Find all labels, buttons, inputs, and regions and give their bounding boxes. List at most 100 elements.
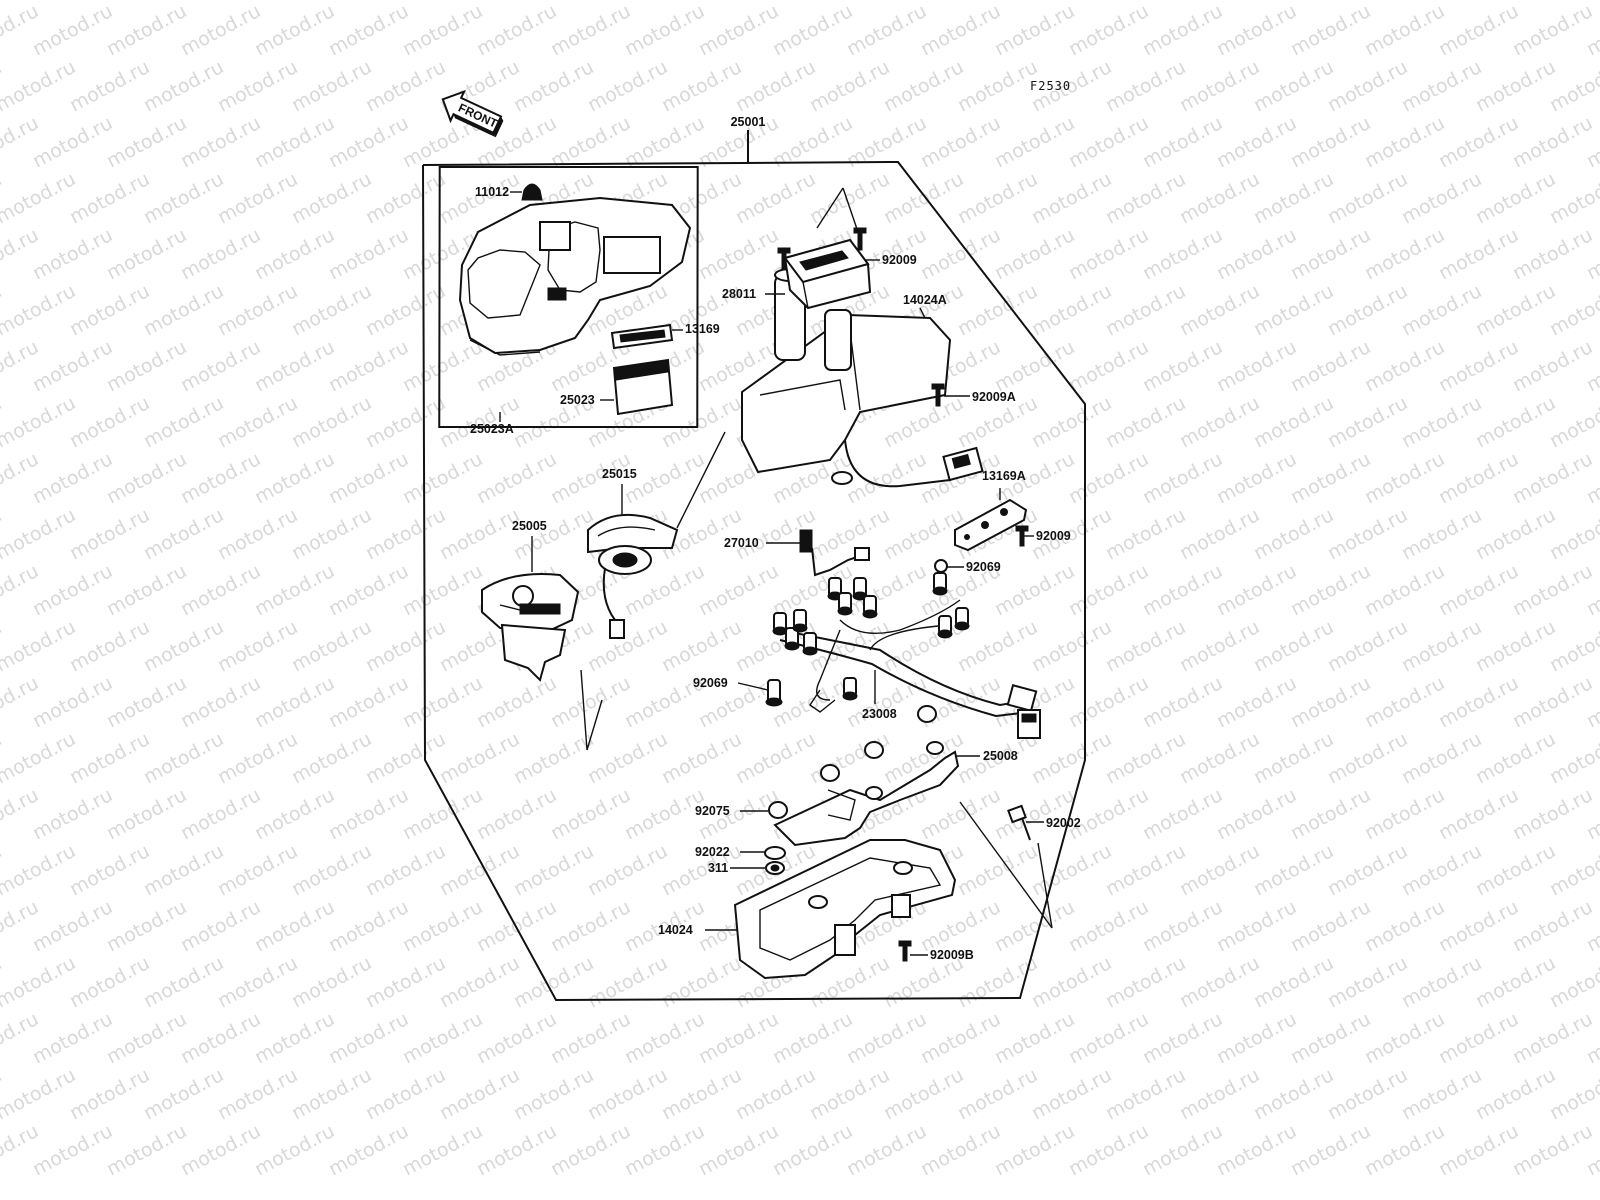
watermark-text: motod.ru: [362, 168, 449, 228]
watermark-text: motod.ru: [1250, 56, 1337, 116]
watermark-text: motod.ru: [1509, 896, 1596, 956]
watermark-text: motod.ru: [1398, 952, 1485, 1012]
watermark-text: motod.ru: [1139, 224, 1226, 284]
watermark-text: motod.ru: [1102, 392, 1189, 452]
watermark-text: motod.ru: [917, 1008, 1004, 1068]
watermark-text: motod.ru: [1361, 448, 1448, 508]
watermark-text: motod.ru: [1065, 672, 1152, 732]
watermark-text: motod.ru: [140, 952, 227, 1012]
watermark-text: motod.ru: [547, 672, 634, 732]
screw-92009A: [931, 383, 945, 407]
watermark-text: motod.ru: [1546, 840, 1600, 900]
watermark-text: motod.ru: [1176, 616, 1263, 676]
watermark-text: motod.ru: [1361, 1008, 1448, 1068]
watermark-text: motod.ru: [732, 1064, 819, 1124]
bulb-socket: [784, 627, 800, 651]
watermark-text: motod.ru: [954, 168, 1041, 228]
watermark-text: motod.ru: [1176, 392, 1263, 452]
watermark-text: motod.ru: [177, 1008, 264, 1068]
meter-25005: [481, 573, 580, 682]
watermark-text: motod.ru: [991, 0, 1078, 60]
watermark-text: motod.ru: [0, 56, 79, 116]
watermark-text: motod.ru: [1213, 1008, 1300, 1068]
watermark-text: motod.ru: [177, 896, 264, 956]
watermark-text: motod.ru: [1028, 392, 1115, 452]
watermark-text: motod.ru: [991, 560, 1078, 620]
watermark-text: motod.ru: [1028, 168, 1115, 228]
watermark-text: motod.ru: [1324, 392, 1411, 452]
watermark-text: motod.ru: [1250, 952, 1337, 1012]
watermark-text: motod.ru: [1324, 952, 1411, 1012]
watermark-text: motod.ru: [288, 168, 375, 228]
watermark-text: motod.ru: [29, 1120, 116, 1180]
gauge-25015: [587, 513, 679, 639]
watermark-text: motod.ru: [1435, 112, 1522, 172]
watermark-text: motod.ru: [66, 56, 153, 116]
watermark-text: motod.ru: [1324, 616, 1411, 676]
watermark-text: motod.ru: [1509, 112, 1596, 172]
watermark-text: motod.ru: [510, 56, 597, 116]
assembly-boundary: [422, 160, 1086, 1002]
watermark-text: motod.ru: [621, 1120, 708, 1180]
watermark-text: motod.ru: [954, 1064, 1041, 1124]
watermark-text: motod.ru: [399, 448, 486, 508]
watermark-text: motod.ru: [1139, 0, 1226, 60]
watermark-text: motod.ru: [1176, 0, 1263, 4]
watermark-text: motod.ru: [991, 1008, 1078, 1068]
nut-311: [765, 861, 785, 875]
watermark-text: motod.ru: [140, 168, 227, 228]
watermark-text: motod.ru: [621, 0, 708, 60]
watermark-text: motod.ru: [806, 616, 893, 676]
watermark-text: motod.ru: [1435, 1120, 1522, 1180]
watermark-text: motod.ru: [0, 728, 79, 788]
watermark-text: motod.ru: [251, 336, 338, 396]
watermark-text: motod.ru: [510, 952, 597, 1012]
watermark-text: motod.ru: [991, 224, 1078, 284]
watermark-text: motod.ru: [251, 1008, 338, 1068]
watermark-text: motod.ru: [140, 0, 227, 4]
watermark-text: motod.ru: [1139, 448, 1226, 508]
watermark-text: motod.ru: [0, 952, 79, 1012]
watermark-text: motod.ru: [362, 504, 449, 564]
watermark-text: motod.ru: [177, 1120, 264, 1180]
watermark-text: motod.ru: [1287, 336, 1374, 396]
watermark-text: motod.ru: [1435, 1008, 1522, 1068]
watermark-text: motod.ru: [1472, 728, 1559, 788]
watermark-text: motod.ru: [880, 168, 967, 228]
watermark-text: motod.ru: [1361, 224, 1448, 284]
watermark-text: motod.ru: [66, 392, 153, 452]
watermark-text: motod.ru: [1509, 1120, 1596, 1180]
watermark-text: motod.ru: [1435, 560, 1522, 620]
watermark-text: motod.ru: [140, 56, 227, 116]
watermark-text: motod.ru: [584, 1064, 671, 1124]
watermark-text: motod.ru: [177, 224, 264, 284]
watermark-text: motod.ru: [1028, 0, 1115, 4]
watermark-text: motod.ru: [732, 0, 819, 4]
watermark-text: motod.ru: [29, 0, 116, 60]
watermark-text: motod.ru: [954, 56, 1041, 116]
watermark-text: motod.ru: [436, 1064, 523, 1124]
watermark-text: motod.ru: [399, 336, 486, 396]
watermark-text: motod.ru: [362, 1064, 449, 1124]
watermark-text: motod.ru: [214, 56, 301, 116]
watermark-text: motod.ru: [325, 448, 412, 508]
watermark-text: motod.ru: [1139, 336, 1226, 396]
watermark-text: motod.ru: [66, 168, 153, 228]
upper-housing-14024A: [741, 268, 984, 488]
watermark-text: motod.ru: [251, 560, 338, 620]
watermark-text: motod.ru: [103, 1008, 190, 1068]
watermark-text: motod.ru: [251, 1120, 338, 1180]
watermark-text: motod.ru: [29, 112, 116, 172]
part-label-13169A: 13169A: [982, 469, 1026, 483]
watermark-text: motod.ru: [473, 1120, 560, 1180]
watermark-text: motod.ru: [1509, 672, 1596, 732]
watermark-text: motod.ru: [1324, 840, 1411, 900]
watermark-text: motod.ru: [806, 0, 893, 4]
watermark-text: motod.ru: [880, 1064, 967, 1124]
watermark-text: motod.ru: [325, 672, 412, 732]
screw-92009-mid: [1015, 525, 1029, 547]
watermark-text: motod.ru: [880, 56, 967, 116]
watermark-text: motod.ru: [769, 0, 856, 60]
part-label-23008: 23008: [862, 707, 897, 721]
watermark-text: motod.ru: [1250, 392, 1337, 452]
